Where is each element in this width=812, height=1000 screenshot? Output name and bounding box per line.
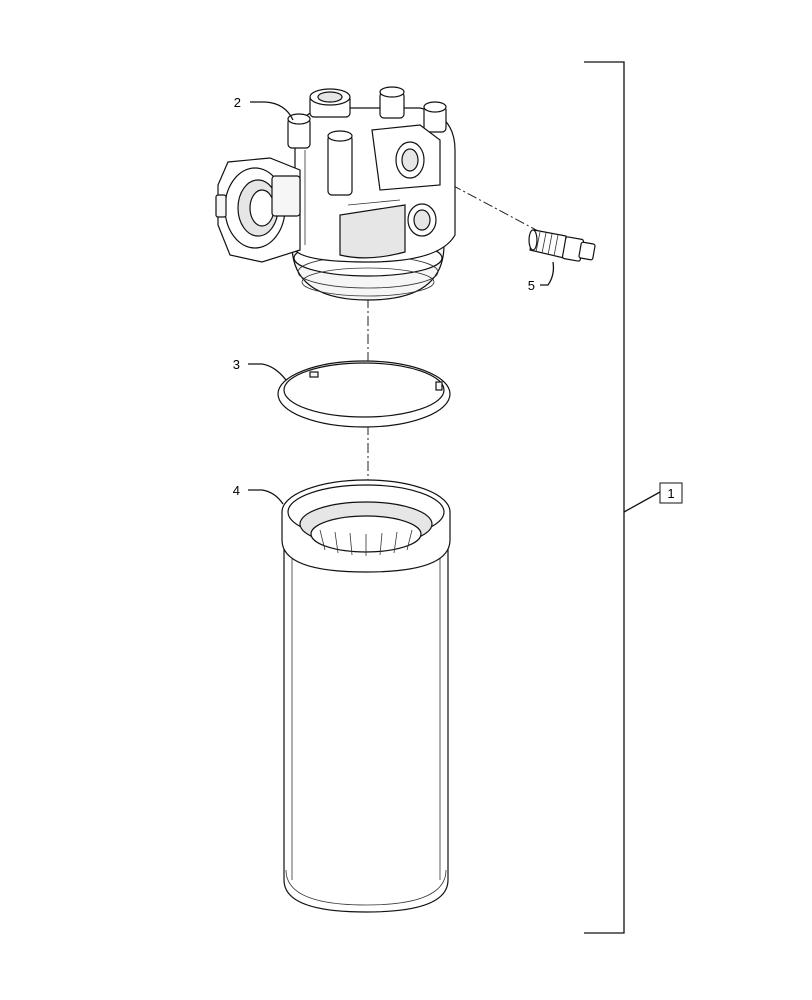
filter-element — [281, 479, 451, 913]
assembly-bracket: 1 — [584, 61, 683, 934]
callout-labels: 2 3 4 5 — [233, 95, 535, 498]
filter-head — [215, 86, 456, 301]
o-ring — [277, 360, 451, 428]
callout-3: 3 — [233, 357, 240, 372]
assembly-label: 1 — [667, 486, 674, 501]
callout-5: 5 — [528, 278, 535, 293]
pressure-switch — [528, 229, 596, 262]
assembly-label-box — [659, 482, 683, 504]
callout-leaders — [248, 101, 555, 505]
callout-2: 2 — [234, 95, 241, 110]
callout-4: 4 — [233, 483, 240, 498]
